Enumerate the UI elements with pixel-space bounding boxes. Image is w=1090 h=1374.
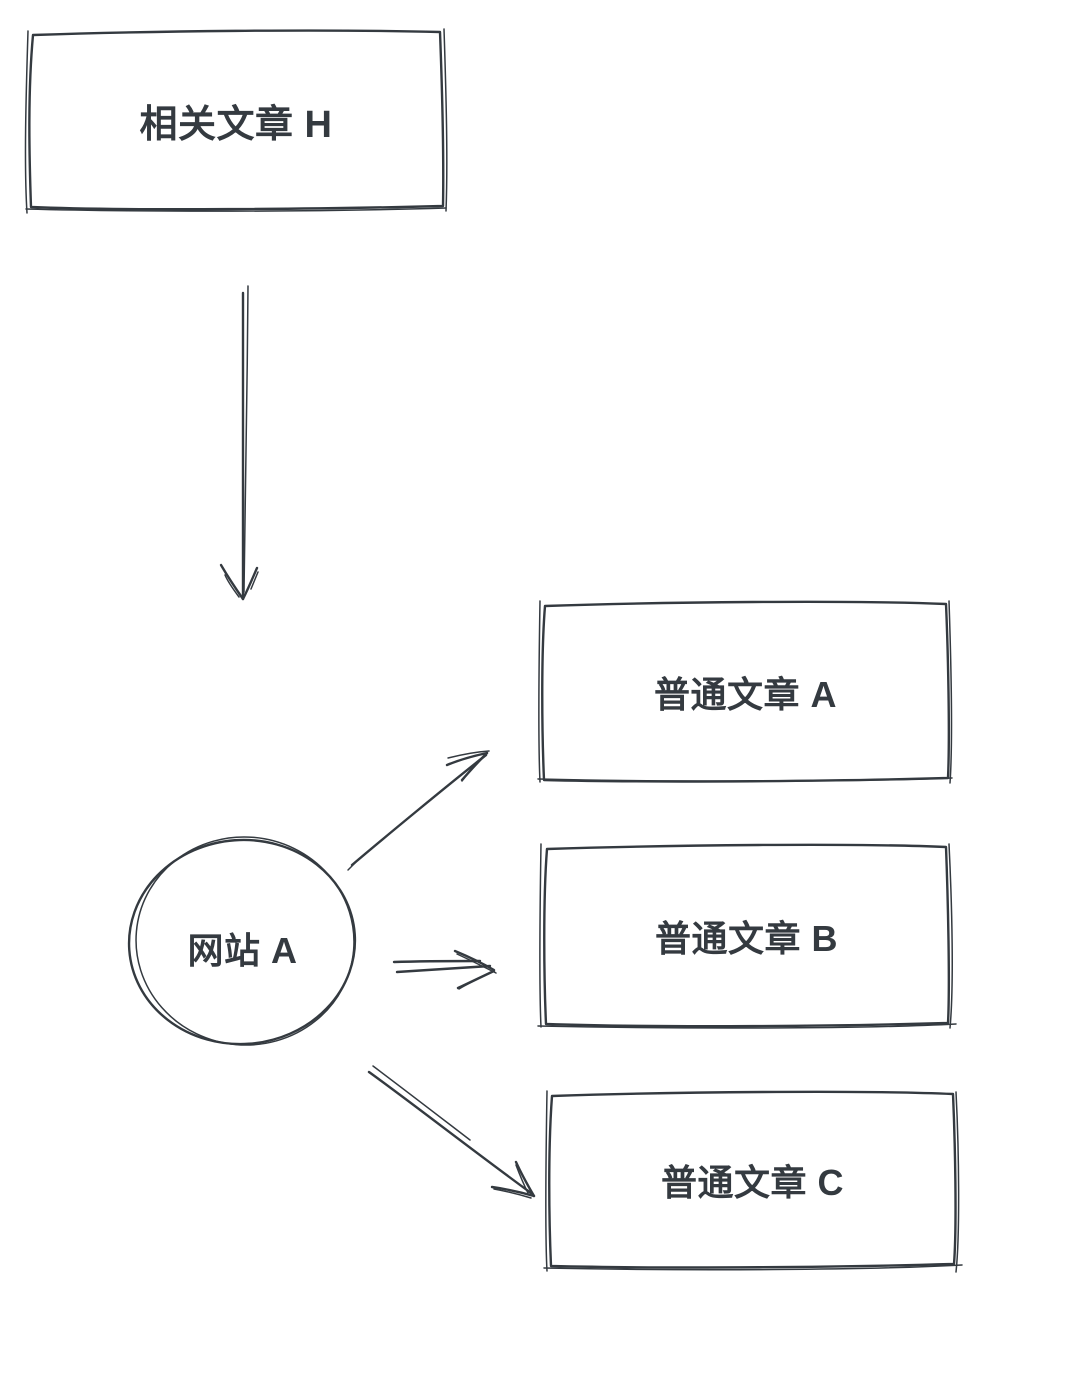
website-circle	[127, 836, 357, 1046]
article-c-box	[543, 1090, 963, 1273]
arrow-h-to-website	[219, 285, 259, 601]
arrow-website-to-c	[367, 1065, 536, 1199]
arrow-website-to-a	[347, 750, 490, 871]
article-a-box	[537, 600, 953, 784]
arrow-website-to-b	[392, 949, 497, 990]
article-b-box	[537, 843, 957, 1029]
related-article-box	[24, 28, 448, 214]
